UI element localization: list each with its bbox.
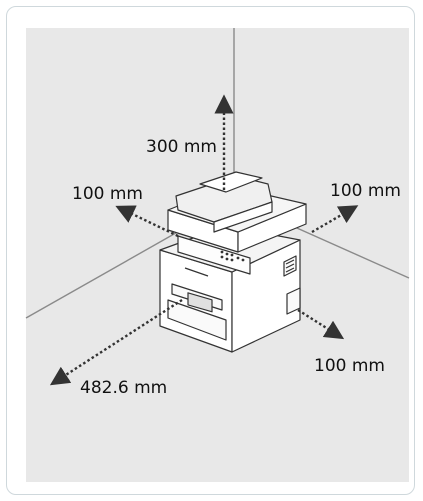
- clearance-arrows: [49, 94, 359, 386]
- label-top-clearance: 300 mm: [146, 137, 217, 157]
- control-buttons: [220, 250, 245, 262]
- label-back-right-clearance: 100 mm: [314, 356, 385, 376]
- arrow-right: [311, 205, 359, 234]
- printer-illustration: [159, 171, 307, 353]
- paper-tray: [167, 299, 227, 341]
- arrow-back-right: [297, 308, 345, 340]
- label-right-clearance: 100 mm: [330, 181, 401, 201]
- control-screen: [187, 292, 213, 313]
- side-door: [286, 287, 301, 315]
- label-left-clearance: 100 mm: [72, 184, 143, 204]
- label-front-clearance: 482.6 mm: [80, 378, 168, 398]
- control-panel: [177, 235, 251, 275]
